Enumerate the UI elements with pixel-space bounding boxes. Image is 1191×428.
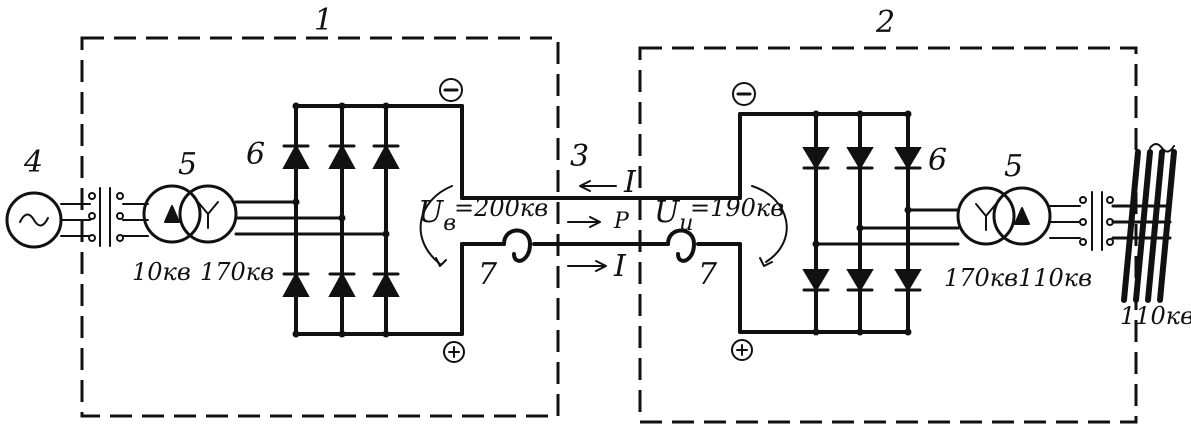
generator-icon [5,191,63,249]
station-2-label: 2 [875,5,895,40]
right-transformer-icon [956,186,1052,246]
current-top-arrow [579,180,617,192]
line-label: 3 [570,139,589,174]
left-ac-leads [234,200,388,236]
right-reactor-icon [666,228,696,263]
power-label: P [613,209,630,234]
right-voltage-symbol: Uи [654,195,693,236]
right-reactor-label: 7 [698,257,718,292]
current-bottom-arrow [567,260,607,272]
station-1-boundary [80,36,560,418]
station-2-boundary [638,46,1138,424]
grid-voltage-label: 110кв [1120,302,1191,330]
left-plus-terminal [443,341,465,363]
left-minus-terminal [439,78,463,102]
right-voltage-value: =190кв [690,194,784,222]
left-reactor-icon [502,228,532,263]
right-voltage-arc-head [759,257,773,267]
right-ac-leads [814,208,960,246]
right-transformer-voltage-2: 110кв [1018,264,1092,292]
grid-busbars [1121,143,1177,303]
right-valve-bridge [738,110,922,336]
current-top-label: I [623,165,637,200]
left-transformer-number: 5 [178,147,197,182]
right-plus-terminal [731,339,753,361]
left-breakers [88,187,149,247]
left-transformer-icon [142,184,238,244]
right-voltage-arc [751,185,788,263]
station-1-label: 1 [314,3,333,38]
left-reactor-label: 7 [478,257,498,292]
power-arrow [567,216,601,228]
generator-voltage-label: 10кв [132,258,191,286]
right-transformer-voltage-1: 170кв [944,264,1018,292]
generator-label: 4 [23,145,43,180]
left-valves-label: 6 [246,137,265,172]
left-voltage-symbol: Uв [418,195,456,236]
left-transformer-voltage-label: 170кв [200,258,274,286]
left-voltage-arc [419,185,453,265]
right-minus-terminal [732,82,756,106]
left-valve-bridge [282,102,464,338]
right-valves-label: 6 [928,143,947,178]
left-voltage-arc-head [435,257,447,267]
current-bottom-label: I [613,249,627,284]
generator-leads [60,203,91,237]
dc-line [460,196,742,246]
right-transformer-number: 5 [1004,149,1023,184]
